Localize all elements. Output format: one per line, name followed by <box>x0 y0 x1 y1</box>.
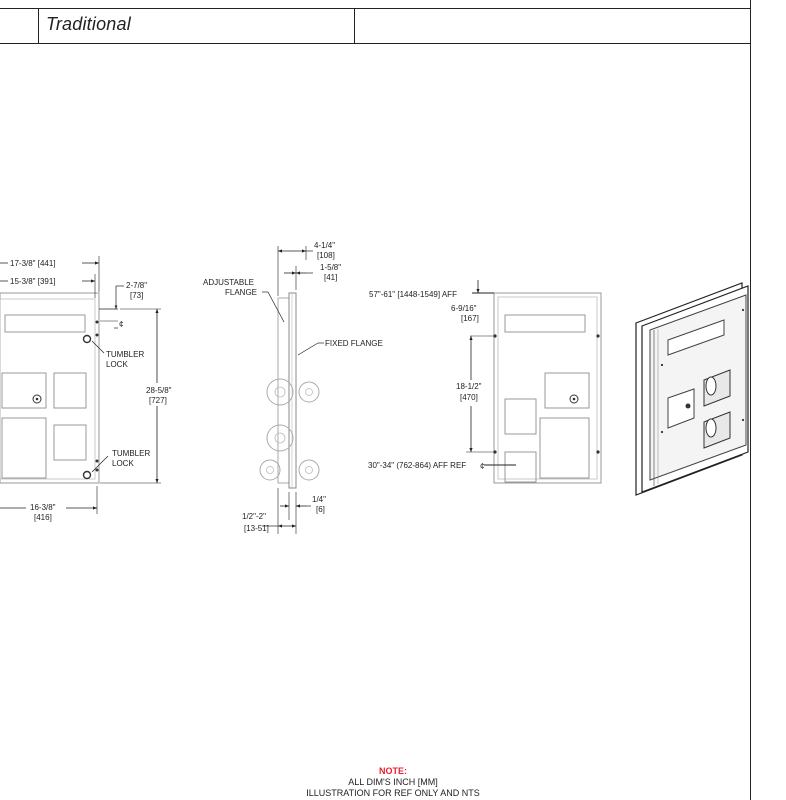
dim-mid-mm: [470] <box>460 393 478 402</box>
iso-door <box>667 388 695 429</box>
mount-left-door <box>504 398 537 435</box>
front-right-door <box>53 372 87 409</box>
roll-profile-5 <box>259 459 281 481</box>
tumbler-lock-lower-label-1: TUMBLER <box>112 449 150 458</box>
front-lower-right-door <box>53 424 87 461</box>
tumbler-lock-lower-label-2: LOCK <box>112 459 134 468</box>
dim-top-offset: 2-7/8" <box>126 281 147 290</box>
style-name: Traditional <box>46 14 131 34</box>
dim-wall: 1/4" <box>312 495 326 504</box>
mount-panel-inner <box>497 296 598 480</box>
side-view: 4-1/4" [108] 1-5/8" [41] ADJUSTABLE FLAN… <box>203 241 383 534</box>
mount-top-slot <box>504 314 586 333</box>
dim-flange-mm: [41] <box>324 273 337 282</box>
side-fixed-flange <box>288 292 297 489</box>
front-view: 17-3/8" [441] 15-3/8" [391] 2-7/8" [73] … <box>0 256 176 523</box>
mount-lower-left-door <box>504 451 537 483</box>
dim-bottom-aff: 30"-34" (762-864) AFF REF <box>368 461 466 470</box>
front-top-slot <box>4 314 86 333</box>
title-block-cell-style <box>38 9 355 43</box>
label-fixed-flange: FIXED FLANGE <box>325 339 383 348</box>
roll-profile-3 <box>298 381 320 403</box>
front-lower-left-door <box>1 417 47 479</box>
roll-profile-4 <box>298 459 320 481</box>
mount-lock-icon <box>569 394 579 404</box>
front-left-door <box>1 372 47 409</box>
mount-lower-right-door <box>539 417 590 479</box>
roll-profile-1 <box>266 378 294 406</box>
title-block-cell-left <box>0 9 39 43</box>
tumbler-lock-upper-icon <box>82 334 92 344</box>
dim-upper: 6-9/16" <box>451 304 477 313</box>
front-panel-inner <box>0 298 96 480</box>
tumbler-lock-lower-icon <box>82 470 92 480</box>
tumbler-lock-upper-label-1: TUMBLER <box>106 350 144 359</box>
dim-inner-width: 15-3/8" [391] <box>10 277 56 286</box>
dim-depth-mm: [108] <box>317 251 335 260</box>
dim-flange: 1-5/8" <box>320 263 341 272</box>
dim-wall-mm: [6] <box>316 505 325 514</box>
isometric-view <box>635 282 749 496</box>
dim-depth: 4-1/4" <box>314 241 335 250</box>
sheet-right-border <box>750 0 751 800</box>
note-line-2: ILLUSTRATION FOR REF ONLY AND NTS <box>306 788 480 798</box>
note-line-1: ALL DIM'S INCH [MM] <box>348 777 438 787</box>
centerline-symbol-front: ¢ <box>119 320 123 329</box>
dim-mid: 18-1/2" <box>456 382 482 391</box>
title-block-row <box>0 8 750 44</box>
roll-profile-2 <box>266 424 294 452</box>
dim-upper-mm: [167] <box>461 314 479 323</box>
mounting-view: 57"-61" [1448-1549] AFF 6-9/16" [167] 18… <box>368 280 602 484</box>
iso-lock-icon <box>685 403 691 409</box>
centerline-symbol-mount: ¢ <box>480 462 484 471</box>
note-title: NOTE: <box>379 766 407 776</box>
dim-height: 28-5/8" <box>146 386 172 395</box>
tumbler-lock-upper-label-2: LOCK <box>106 360 128 369</box>
dim-top-aff: 57"-61" [1448-1549] AFF <box>369 290 457 299</box>
dim-bottom-width-mm: [416] <box>34 513 52 522</box>
mount-panel-outline <box>493 292 602 484</box>
label-adjustable-2: FLANGE <box>225 288 257 297</box>
iso-top-slot <box>667 319 725 356</box>
front-lock-icon <box>32 394 42 404</box>
dim-range: 1/2"-2" <box>242 512 266 521</box>
label-adjustable-1: ADJUSTABLE <box>203 278 254 287</box>
dim-overall-width: 17-3/8" [441] <box>10 259 56 268</box>
dim-bottom-width: 16-3/8" <box>30 503 56 512</box>
mount-right-door <box>544 372 590 409</box>
dim-range-mm: [13-51] <box>244 524 269 533</box>
front-panel-outline <box>0 292 100 484</box>
note-block: NOTE: ALL DIM'S INCH [MM] ILLUSTRATION F… <box>0 766 786 799</box>
dim-height-mm: [727] <box>149 396 167 405</box>
side-body <box>277 297 290 484</box>
dim-top-offset-mm: [73] <box>130 291 143 300</box>
